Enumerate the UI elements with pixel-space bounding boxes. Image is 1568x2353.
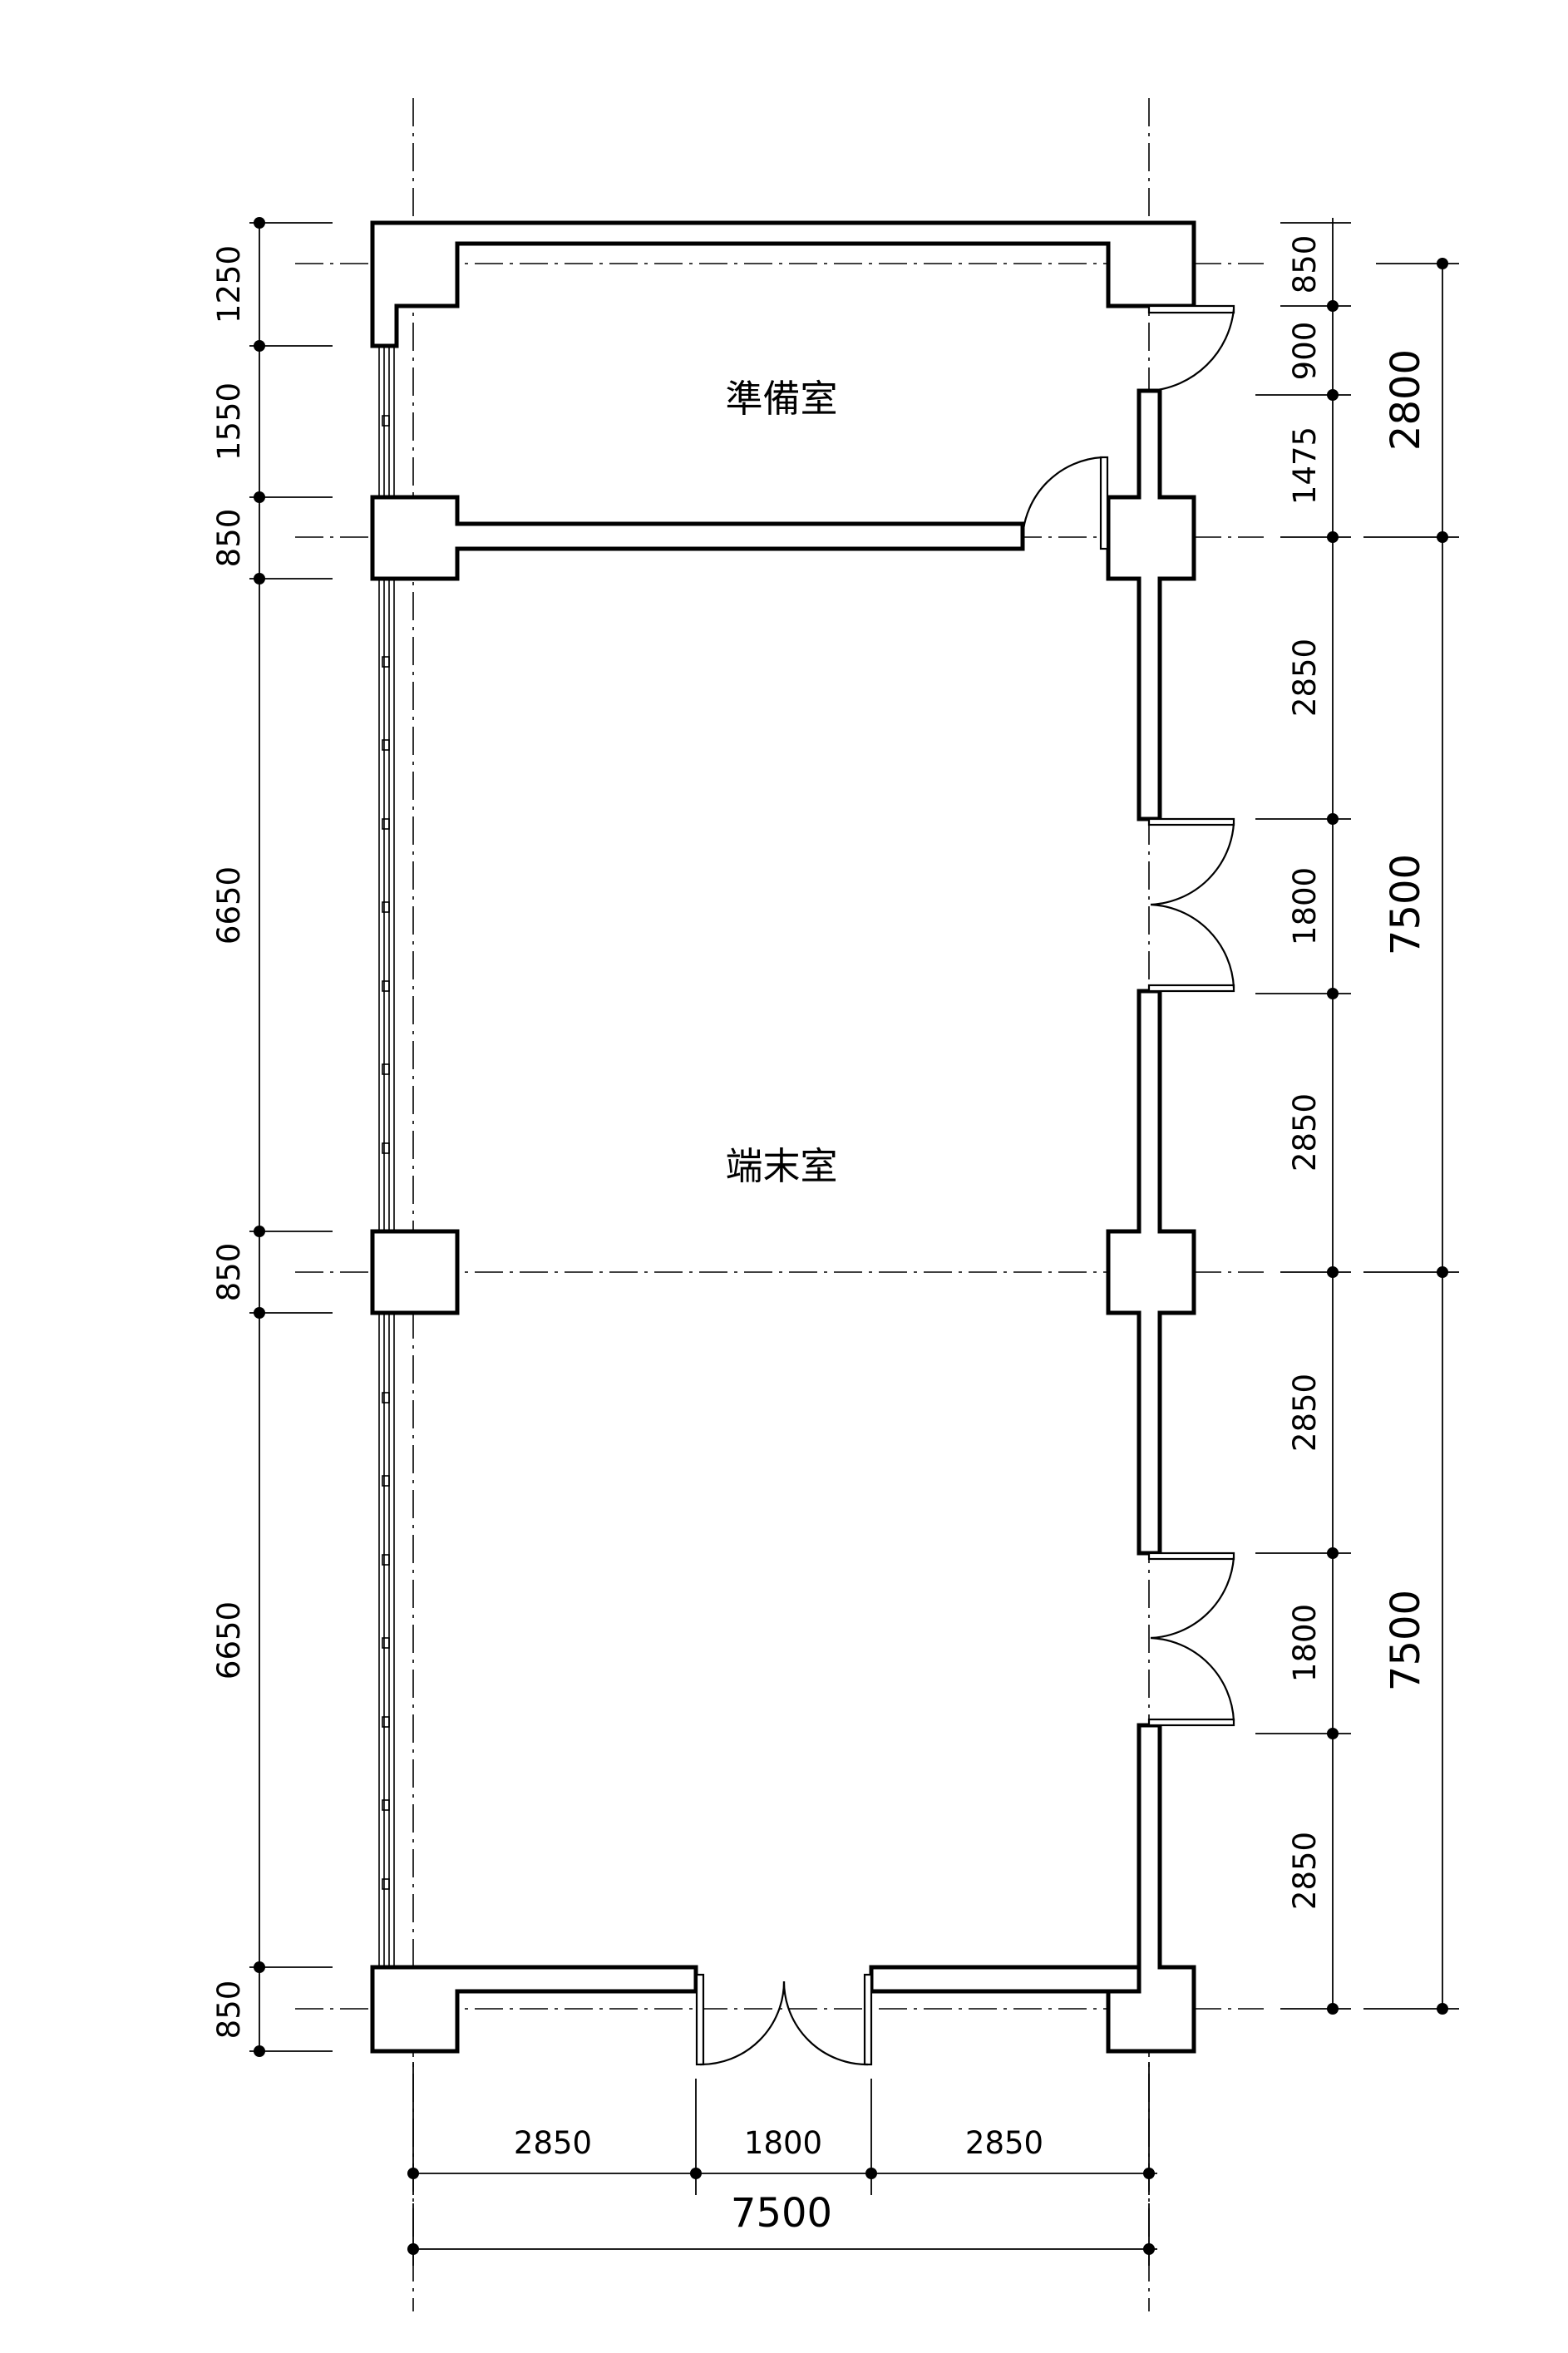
dim-bottom-3: 2850 bbox=[965, 2125, 1043, 2161]
dim-bottom-2: 1800 bbox=[744, 2125, 822, 2161]
bottom-inner-dimension-chain: 2850 1800 2850 bbox=[407, 2062, 1157, 2195]
dim-right-3: 1475 bbox=[1287, 427, 1323, 505]
bottom-wall-right bbox=[869, 1965, 1141, 1994]
right-outer-dimension-chain: 2800 7500 7500 bbox=[1363, 258, 1459, 2015]
dim-right-1: 850 bbox=[1287, 235, 1323, 294]
bottom-wall-left bbox=[370, 1965, 698, 2054]
left-dimension-chain: 1250 1550 850 6650 850 6650 850 bbox=[211, 217, 333, 2057]
dim-right-4: 2850 bbox=[1287, 639, 1323, 717]
dim-right-outer-3: 7500 bbox=[1383, 1590, 1429, 1691]
dim-right-outer-1: 2800 bbox=[1383, 349, 1429, 451]
door-prep-exterior bbox=[1147, 304, 1235, 392]
window-strip bbox=[378, 346, 395, 1967]
dim-left-6: 6650 bbox=[211, 1601, 247, 1680]
doors bbox=[695, 304, 1235, 2066]
dim-left-4: 6650 bbox=[211, 866, 247, 945]
door-double-lower bbox=[1147, 1551, 1235, 1727]
dim-left-3: 850 bbox=[211, 509, 247, 568]
dim-right-7: 2850 bbox=[1287, 1374, 1323, 1452]
walls bbox=[370, 220, 1196, 2054]
room-label-terminal: 端末室 bbox=[725, 1144, 837, 1188]
dim-left-1: 1250 bbox=[211, 245, 247, 323]
dim-right-9: 2850 bbox=[1287, 1832, 1323, 1910]
dim-left-7: 850 bbox=[211, 1981, 247, 2040]
dim-right-2: 900 bbox=[1287, 322, 1323, 381]
dim-right-5: 1800 bbox=[1287, 867, 1323, 945]
dim-right-outer-2: 7500 bbox=[1383, 854, 1429, 955]
dim-right-8: 1800 bbox=[1287, 1604, 1323, 1682]
partition-wall bbox=[370, 495, 1025, 581]
right-wall-middle bbox=[1106, 989, 1196, 1556]
right-wall-upper bbox=[1106, 388, 1196, 821]
dim-left-5: 850 bbox=[211, 1243, 247, 1302]
dim-left-2: 1550 bbox=[211, 382, 247, 461]
dim-right-6: 2850 bbox=[1287, 1093, 1323, 1172]
top-wall bbox=[370, 220, 1196, 348]
door-double-bottom bbox=[695, 1973, 873, 2066]
door-double-upper bbox=[1147, 817, 1235, 993]
door-partition bbox=[1021, 456, 1109, 550]
dim-bottom-1: 2850 bbox=[514, 2125, 592, 2161]
right-wall-lower bbox=[1106, 1723, 1196, 2054]
dim-bottom-total: 7500 bbox=[731, 2190, 832, 2237]
bottom-total-dimension: 7500 bbox=[407, 2190, 1157, 2266]
right-inner-dimension-chain: 850 900 1475 2850 1800 2850 2850 1800 28… bbox=[1255, 218, 1351, 2015]
left-column bbox=[370, 1229, 460, 1315]
room-label-prep: 準備室 bbox=[725, 377, 837, 421]
